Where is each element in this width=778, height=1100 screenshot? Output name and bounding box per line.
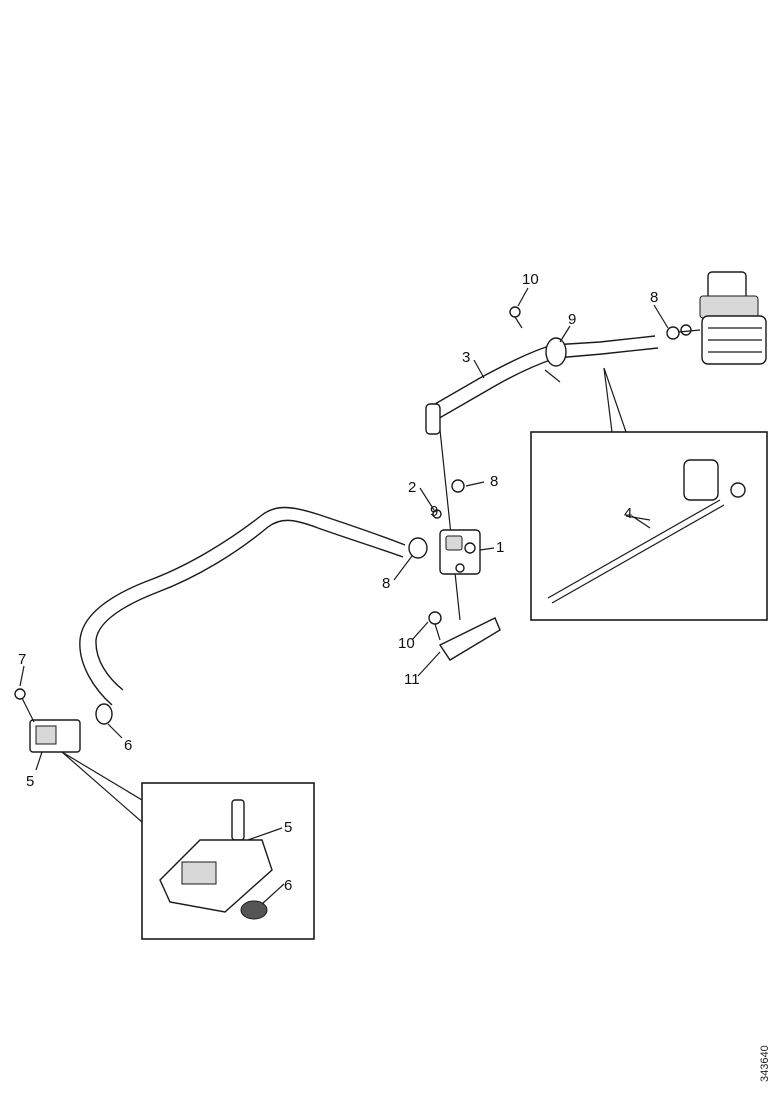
hose-end-fitting (425, 403, 441, 435)
callout-8-left: 8 (382, 575, 390, 592)
callout-5-main: 5 (26, 773, 34, 790)
callout-6-detail: 6 (284, 877, 292, 894)
callout-8-top: 8 (650, 289, 658, 306)
callout-10-lower: 10 (398, 635, 415, 652)
main-hose (79, 506, 406, 706)
screw-9-center (432, 509, 442, 519)
lower-valve (14, 688, 113, 753)
clamp-8-center (408, 537, 428, 559)
screw-7 (14, 688, 26, 700)
clamp-8-upper (451, 479, 465, 493)
screw-10-lower (428, 611, 442, 625)
screw-10-top (509, 306, 523, 329)
callout-6-main: 6 (124, 737, 132, 754)
callout-5-detail: 5 (284, 819, 292, 836)
callout-7: 7 (18, 651, 26, 668)
callout-11: 11 (404, 671, 420, 688)
callout-4: 4 (624, 505, 632, 522)
callout-1: 1 (496, 539, 504, 556)
pressure-chamber (666, 271, 767, 365)
callout-2: 2 (408, 479, 416, 496)
callout-3: 3 (462, 349, 470, 366)
detail-box-right (530, 367, 768, 621)
callout-9-top: 9 (568, 311, 576, 328)
upper-hose (425, 335, 659, 435)
bracket-11 (428, 611, 501, 661)
reference-id: 343640 (759, 1045, 771, 1082)
clamp-8-lower (95, 703, 113, 725)
valve-assembly (408, 429, 481, 621)
callout-10-top: 10 (522, 271, 539, 288)
callout-8-center: 8 (490, 473, 498, 490)
leader-lines (19, 287, 669, 905)
detail-box-left (61, 751, 315, 940)
hose-clamp (545, 337, 567, 367)
clamp-8-top (666, 326, 680, 340)
callout-9-center: 9 (430, 503, 438, 520)
